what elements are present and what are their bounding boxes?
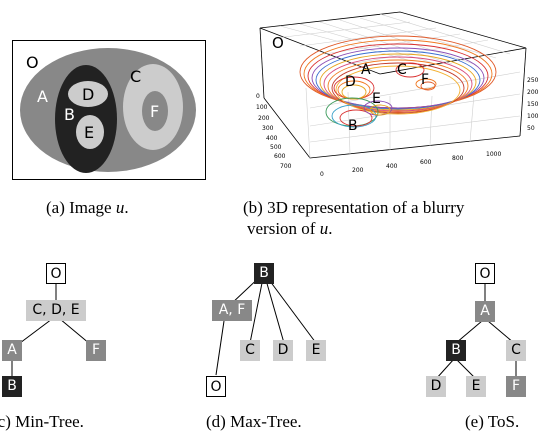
caption-a-text: (a) Image — [46, 198, 116, 217]
tick-left-2: 200 — [258, 115, 270, 122]
inner-clusters — [325, 62, 437, 128]
caption-a-var: u — [115, 198, 125, 217]
panel-b-3d-plot: O A C F D E B 0 100 200 300 400 500 600 … — [256, 11, 539, 178]
axis-right-ticks: 50 100 150 200 250 — [527, 77, 539, 132]
plot-label-b: B — [348, 118, 358, 134]
tick-left-3: 300 — [262, 125, 274, 132]
tick-front-2: 400 — [386, 163, 398, 170]
caption-a: (a) Image u. — [46, 197, 129, 218]
tick-left-5: 500 — [270, 144, 282, 151]
label-b: B — [64, 105, 75, 124]
tick-left-4: 400 — [266, 135, 278, 142]
tos-node-b: B — [446, 340, 466, 361]
max-tree-node-b: B — [254, 263, 274, 284]
panel-c-edges — [11, 267, 97, 383]
tick-right-3: 200 — [527, 89, 539, 96]
region-f — [142, 91, 168, 131]
tick-right-0: 50 — [527, 125, 535, 132]
tos-node-e: E — [466, 376, 486, 397]
label-a: A — [37, 87, 48, 106]
tick-left-1: 100 — [256, 104, 268, 111]
tos-node-a: A — [475, 301, 495, 322]
tick-left-6: 600 — [274, 153, 286, 160]
caption-b-line1: (b) 3D representation of a blurry — [243, 198, 465, 217]
label-d: D — [82, 85, 94, 104]
region-e — [76, 115, 104, 149]
caption-b-line2-text: version of — [247, 219, 320, 238]
caption-c: (c) Min-Tree. — [0, 412, 84, 431]
caption-b-suffix: . — [328, 219, 333, 238]
max-tree-node-c: C — [240, 340, 260, 361]
min-tree-node-f: F — [86, 340, 106, 361]
tick-right-2: 150 — [527, 101, 539, 108]
caption-a-suffix: . — [124, 198, 129, 217]
min-tree-node-a: A — [2, 340, 22, 361]
axis-front-ticks: 0 200 400 600 800 1000 — [320, 151, 501, 178]
tick-front-5: 1000 — [486, 151, 501, 158]
tick-right-4: 250 — [527, 77, 539, 84]
tos-node-f: F — [506, 376, 526, 397]
tick-left-0: 0 — [256, 93, 260, 100]
tick-front-3: 600 — [420, 159, 432, 166]
label-e: E — [84, 123, 94, 142]
plot-label-a: A — [361, 62, 371, 78]
label-f: F — [150, 102, 159, 121]
caption-b: (b) 3D representation of a blurry versio… — [243, 197, 464, 239]
caption-b-var: u — [319, 219, 329, 238]
tick-front-1: 200 — [352, 167, 364, 174]
panel-a-image: O A B D E C F — [12, 40, 206, 180]
tos-node-c: C — [506, 340, 526, 361]
max-tree-node-af: A, F — [212, 300, 252, 321]
plot-label-f: F — [421, 72, 429, 88]
plot-label-d: D — [345, 74, 356, 90]
tick-front-0: 0 — [320, 171, 324, 178]
plot-label-o: O — [272, 34, 284, 52]
plot-label-c: C — [397, 62, 407, 78]
label-c: C — [130, 67, 141, 86]
max-tree-node-e: E — [306, 340, 326, 361]
caption-b-line2: version of u. — [243, 218, 464, 239]
tick-front-4: 800 — [452, 155, 464, 162]
caption-e: (e) ToS. — [465, 412, 520, 431]
tick-right-1: 100 — [527, 113, 539, 120]
tos-node-d: D — [426, 376, 446, 397]
caption-d: (d) Max-Tree. — [206, 412, 302, 431]
max-tree-node-o: O — [206, 376, 226, 397]
plot-label-e: E — [372, 91, 381, 107]
max-tree-node-d: D — [273, 340, 293, 361]
axis-left-ticks: 0 100 200 300 400 500 600 700 — [256, 93, 292, 170]
min-tree-node-b: B — [2, 376, 22, 397]
region-d — [68, 81, 108, 107]
label-o: O — [26, 53, 39, 72]
min-tree-node-cde: C, D, E — [26, 300, 86, 321]
tos-node-o: O — [475, 263, 495, 284]
tick-left-7: 700 — [280, 163, 292, 170]
min-tree-node-o: O — [46, 263, 66, 284]
